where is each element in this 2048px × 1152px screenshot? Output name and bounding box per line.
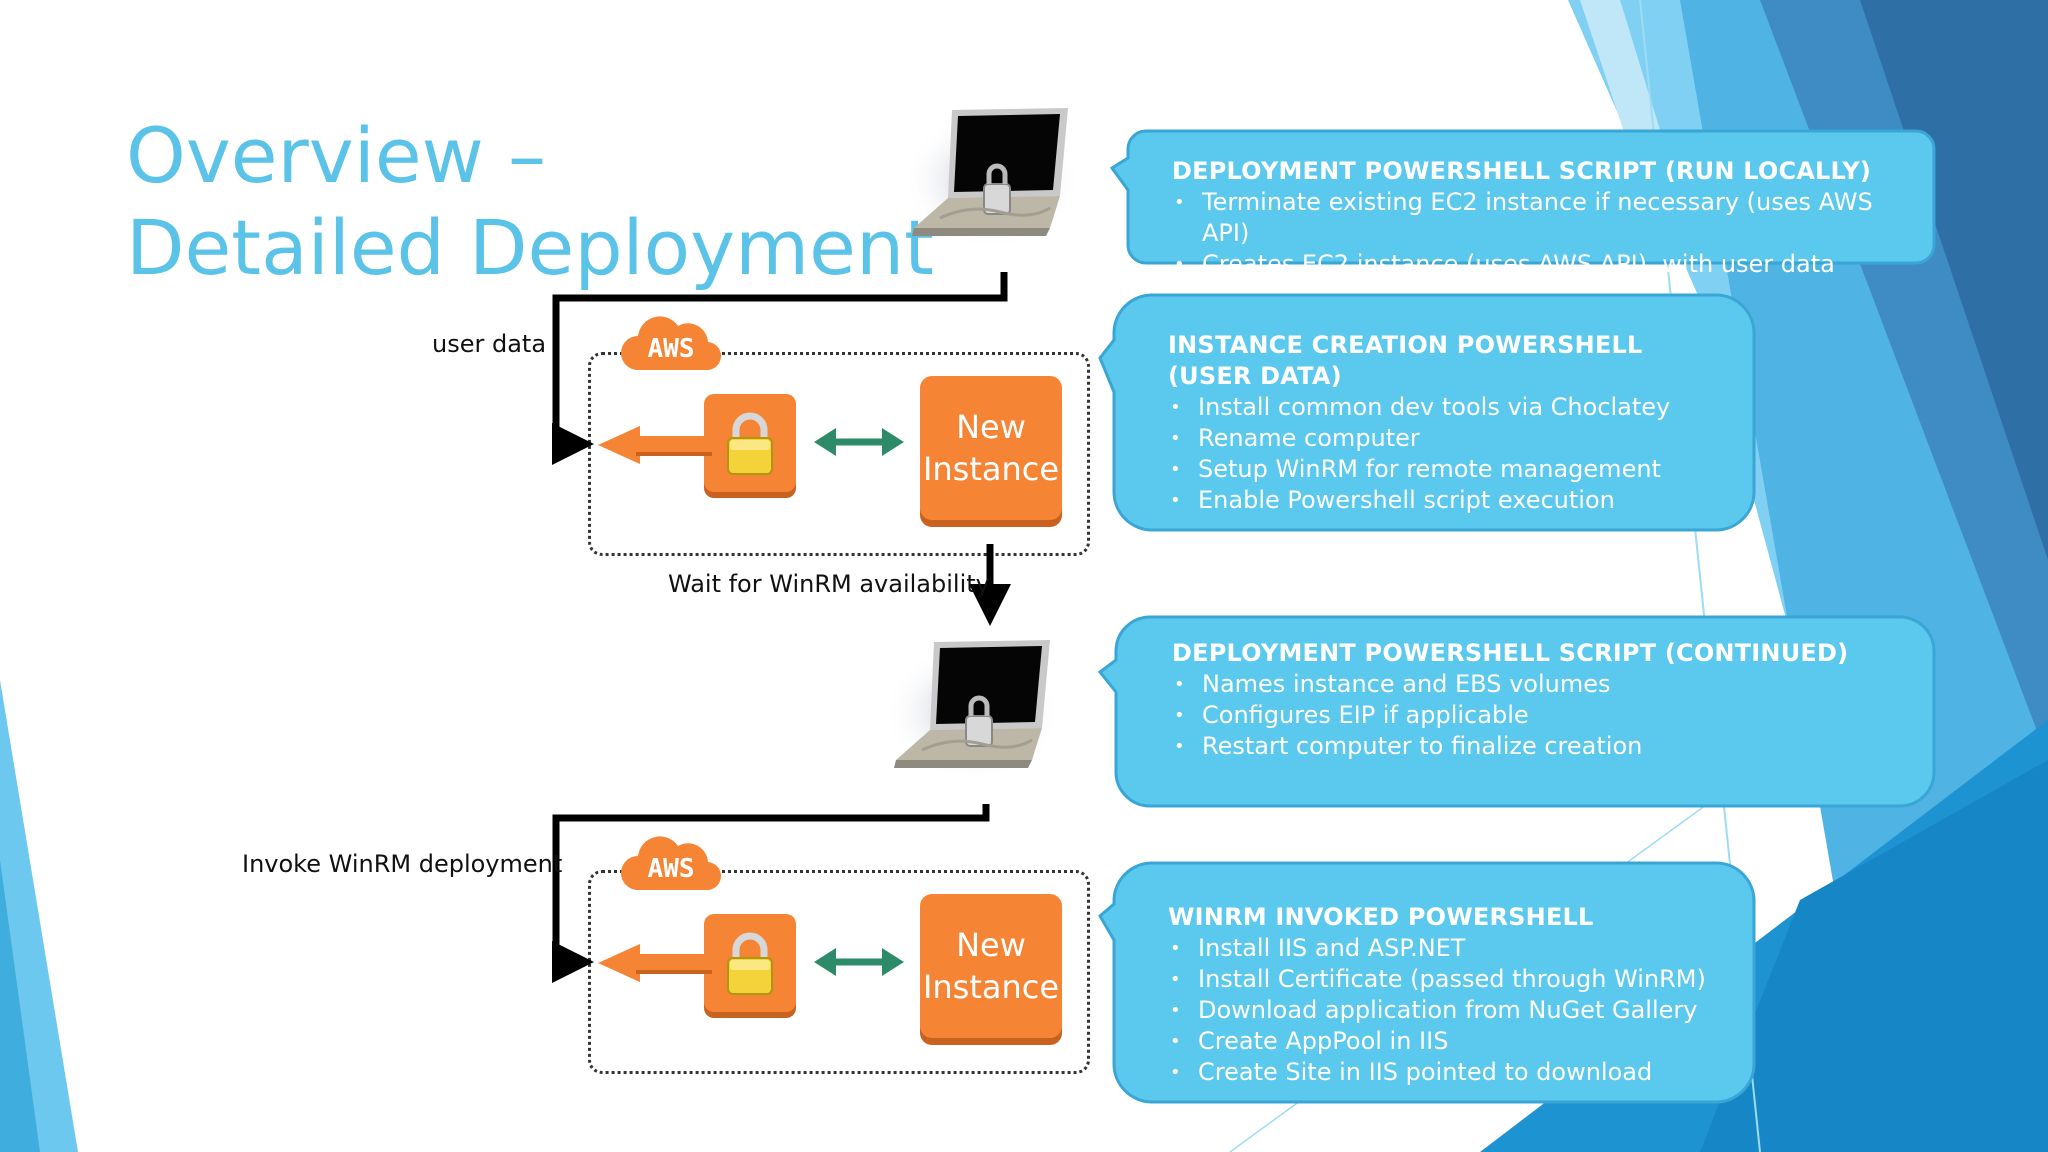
callout-instance-creation: INSTANCE CREATION POWERSHELL (USER DATA)… (1098, 292, 1758, 534)
callout-item: Names instance and EBS volumes (1172, 669, 1912, 700)
wait-for-winrm-label: Wait for WinRM availability (668, 570, 990, 598)
instance-label-line-2: Instance (922, 968, 1060, 1006)
aws-cloud-icon: AWS (620, 824, 722, 896)
callout-item: Restart computer to finalize creation (1172, 731, 1912, 762)
new-instance-tile: New Instance (920, 376, 1062, 520)
callout-item: Enable Powershell script execution (1168, 485, 1708, 516)
callout-item: Install Certificate (passed through WinR… (1168, 964, 1728, 995)
callout-item: Install IIS and ASP.NET (1168, 933, 1728, 964)
page-title-line-2: Detailed Deployment (126, 203, 934, 292)
callout-item: Install common dev tools via Choclatey (1168, 392, 1708, 423)
aws-cloud-icon: AWS (620, 304, 722, 376)
callout-item: Create AppPool in IIS (1168, 1026, 1728, 1057)
callout-item: Download application from NuGet Gallery (1168, 995, 1728, 1026)
instance-label-line-2: Instance (922, 450, 1060, 488)
callout-winrm-invoked: WINRM INVOKED POWERSHELL Install IIS and… (1098, 860, 1758, 1106)
laptop-icon (900, 100, 1082, 250)
security-lock-tile (704, 394, 796, 492)
callout-item: Terminate existing EC2 instance if neces… (1172, 187, 1922, 249)
invoke-winrm-label: Invoke WinRM deployment (242, 850, 563, 878)
padlock-icon (727, 412, 773, 475)
instance-label-line-1: New (956, 408, 1026, 446)
callout-item: Configures EIP if applicable (1172, 700, 1912, 731)
laptop-icon (882, 632, 1064, 782)
security-lock-tile (704, 914, 796, 1012)
callout-item: Creates EC2 instance (uses AWS API), wit… (1172, 249, 1922, 280)
user-data-label: user data (432, 330, 547, 358)
callout-heading: DEPLOYMENT POWERSHELL SCRIPT (RUN LOCALL… (1172, 157, 1872, 185)
callout-heading: INSTANCE CREATION POWERSHELL (USER DATA) (1168, 331, 1643, 390)
aws-cloud-label: AWS (647, 334, 695, 364)
new-instance-tile: New Instance (920, 894, 1062, 1038)
callout-deployment-local: DEPLOYMENT POWERSHELL SCRIPT (RUN LOCALL… (1109, 128, 1936, 280)
page-title-line-1: Overview – (126, 111, 546, 200)
page-title: Overview – Detailed Deployment (126, 110, 934, 294)
instance-label-line-1: New (956, 926, 1026, 964)
callout-heading: DEPLOYMENT POWERSHELL SCRIPT (CONTINUED) (1172, 639, 1849, 667)
callout-item: Rename computer (1168, 423, 1708, 454)
callout-heading: WINRM INVOKED POWERSHELL (1168, 903, 1594, 931)
callout-item: Setup WinRM for remote management (1168, 454, 1708, 485)
callout-item: Create Site in IIS pointed to download (1168, 1057, 1728, 1088)
callout-deployment-continued: DEPLOYMENT POWERSHELL SCRIPT (CONTINUED)… (1097, 614, 1938, 810)
aws-cloud-label: AWS (647, 854, 695, 884)
padlock-icon (727, 932, 773, 995)
